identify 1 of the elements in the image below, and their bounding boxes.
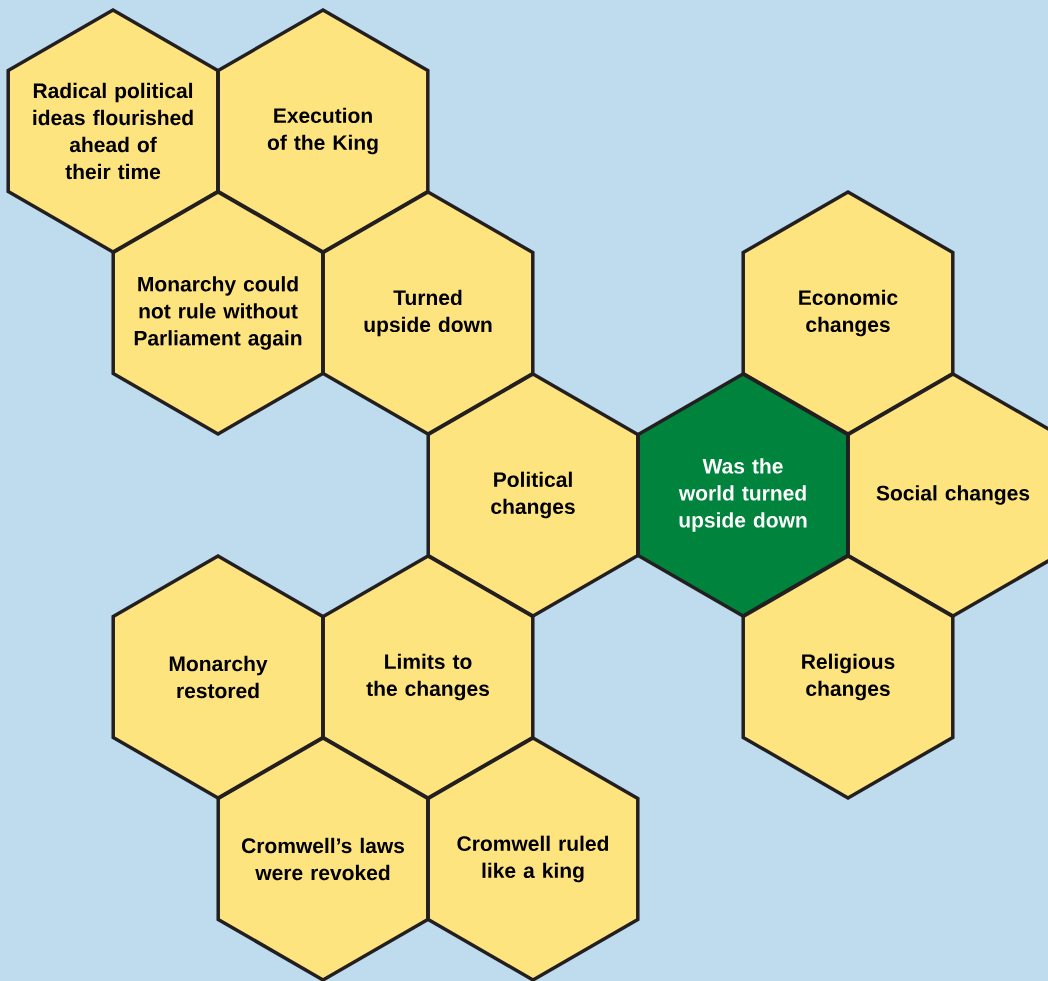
node-label: Cromwell’s laws were revoked xyxy=(241,837,405,881)
